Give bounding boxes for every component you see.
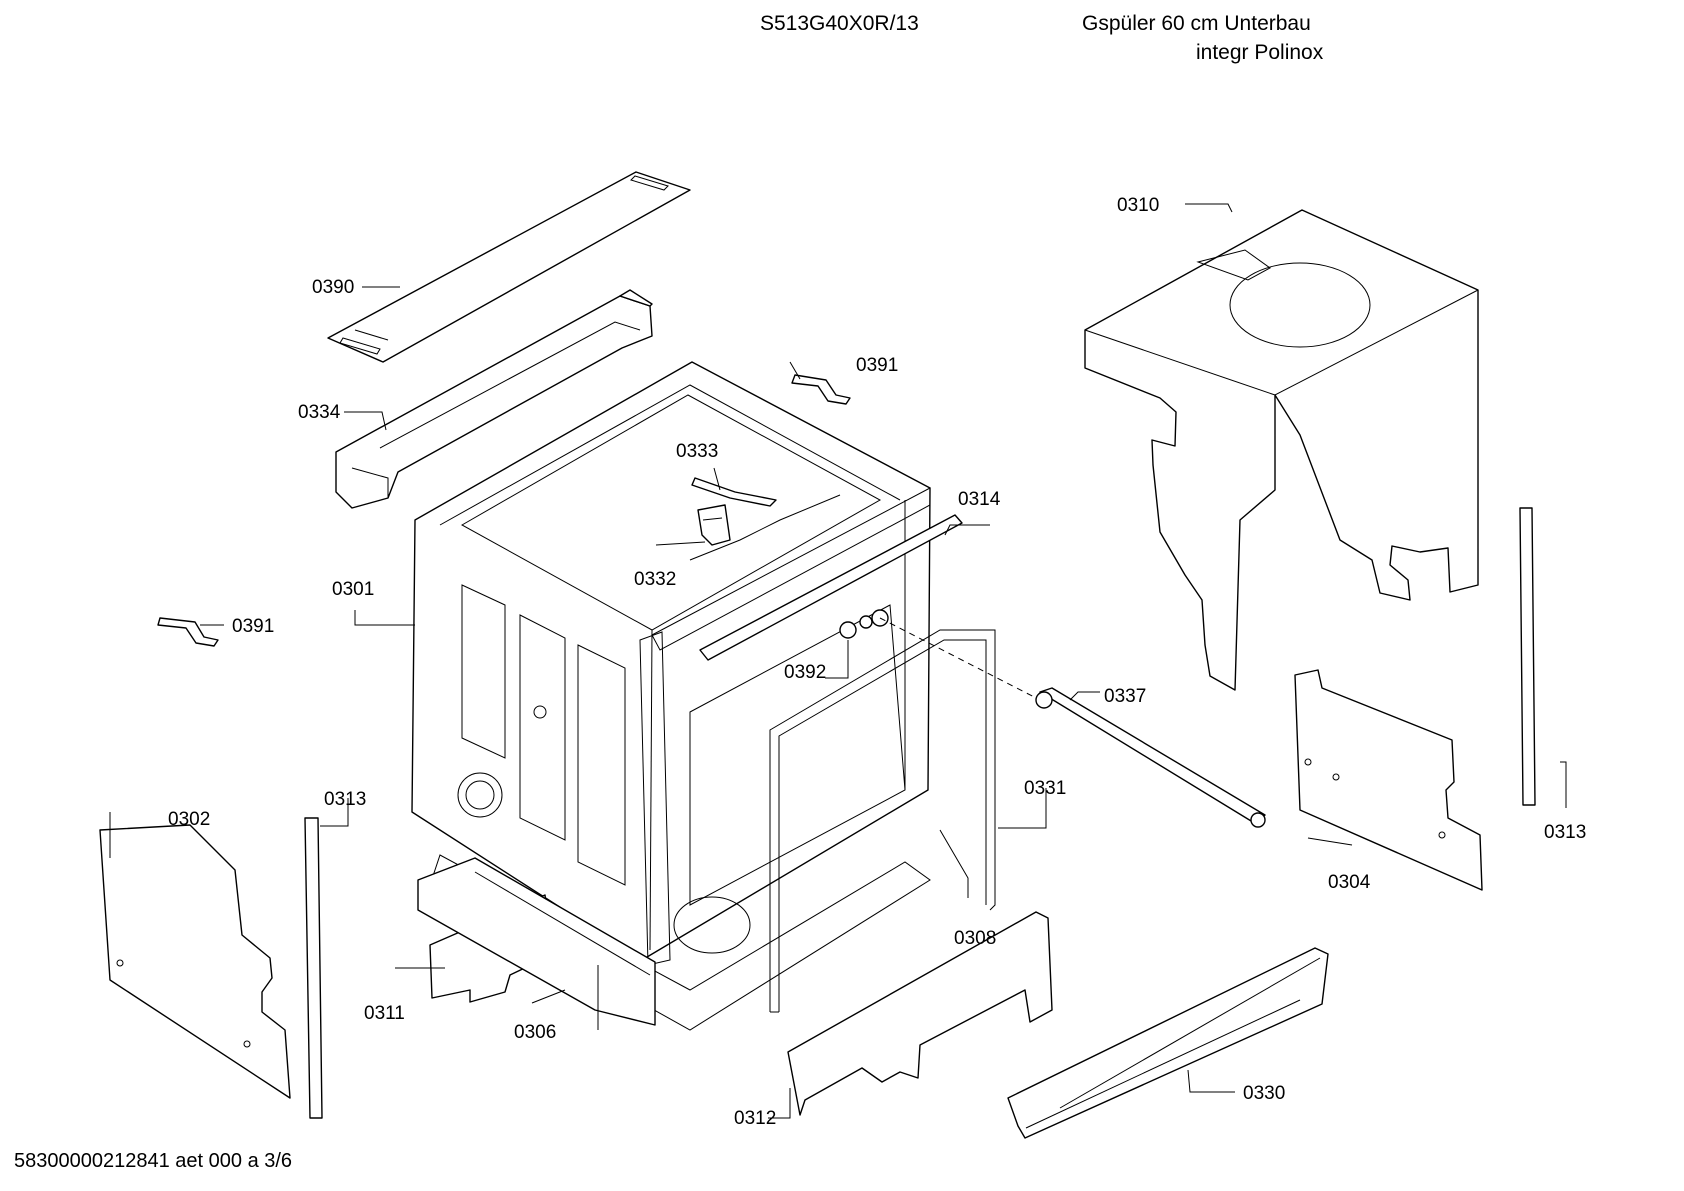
label-0334: 0334 bbox=[298, 402, 341, 423]
product-description-line1: Gspüler 60 cm Unterbau bbox=[1082, 12, 1311, 35]
label-0313-left: 0313 bbox=[324, 789, 366, 810]
part-0312-kick-block bbox=[787, 911, 1053, 1116]
part-0330-bottom-trim bbox=[1007, 947, 1329, 1139]
part-0332-holder bbox=[697, 504, 731, 546]
part-0334-rail bbox=[335, 289, 653, 509]
label-0312: 0312 bbox=[734, 1108, 776, 1129]
part-0390-top-plate bbox=[327, 171, 691, 363]
label-0332: 0332 bbox=[634, 569, 676, 590]
part-0304-back-panel bbox=[1294, 669, 1483, 891]
part-0310-insulation bbox=[1084, 209, 1479, 691]
part-0392-nuts bbox=[839, 609, 1041, 701]
label-0306: 0306 bbox=[514, 1022, 556, 1043]
document-code: 58300000212841 aet 000 a 3/6 bbox=[14, 1150, 293, 1172]
part-0302-side-panel-left bbox=[99, 824, 291, 1099]
part-0333-clip bbox=[691, 477, 777, 507]
label-0392: 0392 bbox=[784, 662, 826, 683]
label-0391-top: 0391 bbox=[856, 355, 898, 376]
label-0301: 0301 bbox=[332, 579, 374, 600]
label-0333: 0333 bbox=[676, 441, 718, 462]
part-0331-seal bbox=[769, 629, 996, 1013]
part-0391-bracket-left bbox=[157, 617, 219, 647]
part-0313-strip-right bbox=[1519, 507, 1536, 806]
product-description-line2: integr Polinox bbox=[1196, 41, 1324, 64]
label-0331: 0331 bbox=[1024, 778, 1066, 799]
part-0314-strip bbox=[699, 514, 963, 661]
part-0313-strip-left bbox=[304, 817, 323, 1119]
part-labels: 0390 0334 0391 0391 0333 0332 0314 0301 … bbox=[168, 195, 1586, 1129]
part-0301-tub-frame bbox=[411, 361, 931, 1031]
label-0302: 0302 bbox=[168, 809, 210, 830]
label-0391-left: 0391 bbox=[232, 616, 274, 637]
label-0310: 0310 bbox=[1117, 195, 1159, 216]
part-0391-bracket-top bbox=[791, 374, 851, 405]
label-0390: 0390 bbox=[312, 277, 354, 298]
label-0314: 0314 bbox=[958, 489, 1001, 510]
label-0304: 0304 bbox=[1328, 872, 1371, 893]
part-0306-base-frame bbox=[417, 857, 656, 1026]
label-0330: 0330 bbox=[1243, 1083, 1285, 1104]
model-number: S513G40X0R/13 bbox=[760, 12, 919, 35]
label-0337: 0337 bbox=[1104, 686, 1146, 707]
label-0313-right: 0313 bbox=[1544, 822, 1586, 843]
label-0308: 0308 bbox=[954, 928, 996, 949]
part-0337-rod bbox=[1035, 687, 1266, 828]
label-0311: 0311 bbox=[364, 1003, 405, 1024]
leader-lines bbox=[109, 203, 1567, 1119]
